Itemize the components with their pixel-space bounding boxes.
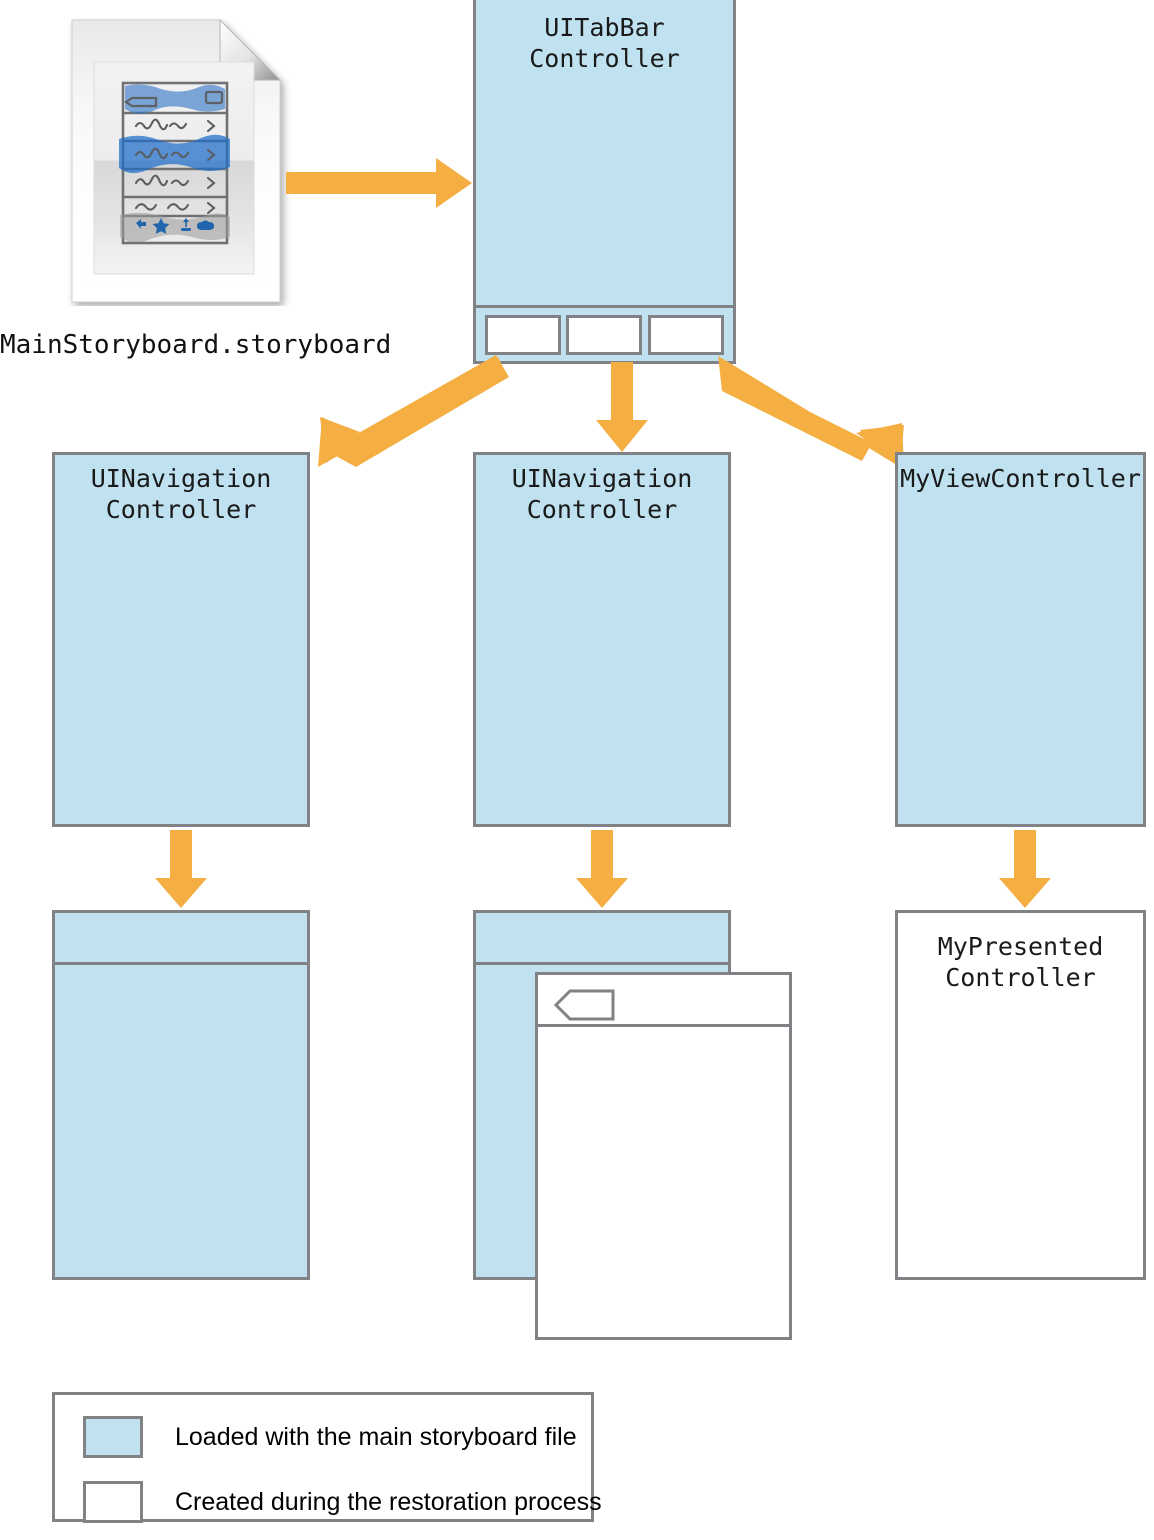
node-uinavigationcontroller-middle[interactable]: UINavigation Controller — [473, 452, 731, 827]
navbar-strip-pushed — [538, 975, 789, 1027]
storyboard-document-icon — [68, 18, 296, 306]
legend-label-restored: Created during the restoration process — [175, 1487, 602, 1516]
arrow-tabbar-to-myviewcontroller — [718, 355, 918, 470]
node-mypresentedcontroller-label: MyPresented Controller — [937, 932, 1104, 992]
node-uinavigationcontroller-left[interactable]: UINavigation Controller — [52, 452, 310, 827]
node-uitabbarcontroller[interactable]: UITabBar Controller — [473, 0, 736, 364]
back-button-icon[interactable] — [553, 988, 616, 1022]
legend-label-loaded: Loaded with the main storyboard file — [175, 1422, 577, 1451]
tab-item-2[interactable] — [566, 314, 643, 355]
tab-item-1[interactable] — [484, 314, 561, 355]
node-myviewcontroller-label: MyViewController — [900, 464, 1141, 493]
legend-swatch-restored — [83, 1481, 143, 1523]
navbar-strip-middle — [476, 913, 728, 965]
node-uitabbarcontroller-label: UITabBar Controller — [529, 13, 680, 73]
legend-swatch-loaded — [83, 1416, 143, 1458]
arrow-tabbar-to-nav-left — [300, 355, 510, 470]
node-myviewcontroller[interactable]: MyViewController — [895, 452, 1146, 827]
node-uinavigationcontroller-left-label: UINavigation Controller — [90, 464, 272, 524]
navbar-strip-left — [55, 913, 307, 965]
node-root-controller-left[interactable] — [52, 910, 310, 1280]
node-mypresentedcontroller[interactable]: MyPresented Controller — [895, 910, 1146, 1280]
arrow-tabbar-to-nav-middle — [592, 362, 652, 454]
arrow-nav-middle-to-root — [573, 830, 633, 910]
tabbar-strip — [476, 305, 733, 361]
arrow-storyboard-to-tabbar — [286, 158, 476, 224]
legend: Loaded with the main storyboard file Cre… — [52, 1392, 602, 1523]
arrow-nav-left-to-root — [152, 830, 212, 910]
legend-item-loaded: Loaded with the main storyboard file — [83, 1416, 577, 1458]
arrow-myviewcontroller-to-presented — [996, 830, 1056, 910]
node-pushed-controller-middle[interactable] — [535, 972, 792, 1340]
node-uinavigationcontroller-middle-label: UINavigation Controller — [511, 464, 693, 524]
storyboard-filename-label: MainStoryboard.storyboard — [0, 330, 392, 360]
tab-item-3[interactable] — [648, 314, 725, 355]
legend-item-restored: Created during the restoration process — [83, 1481, 602, 1523]
